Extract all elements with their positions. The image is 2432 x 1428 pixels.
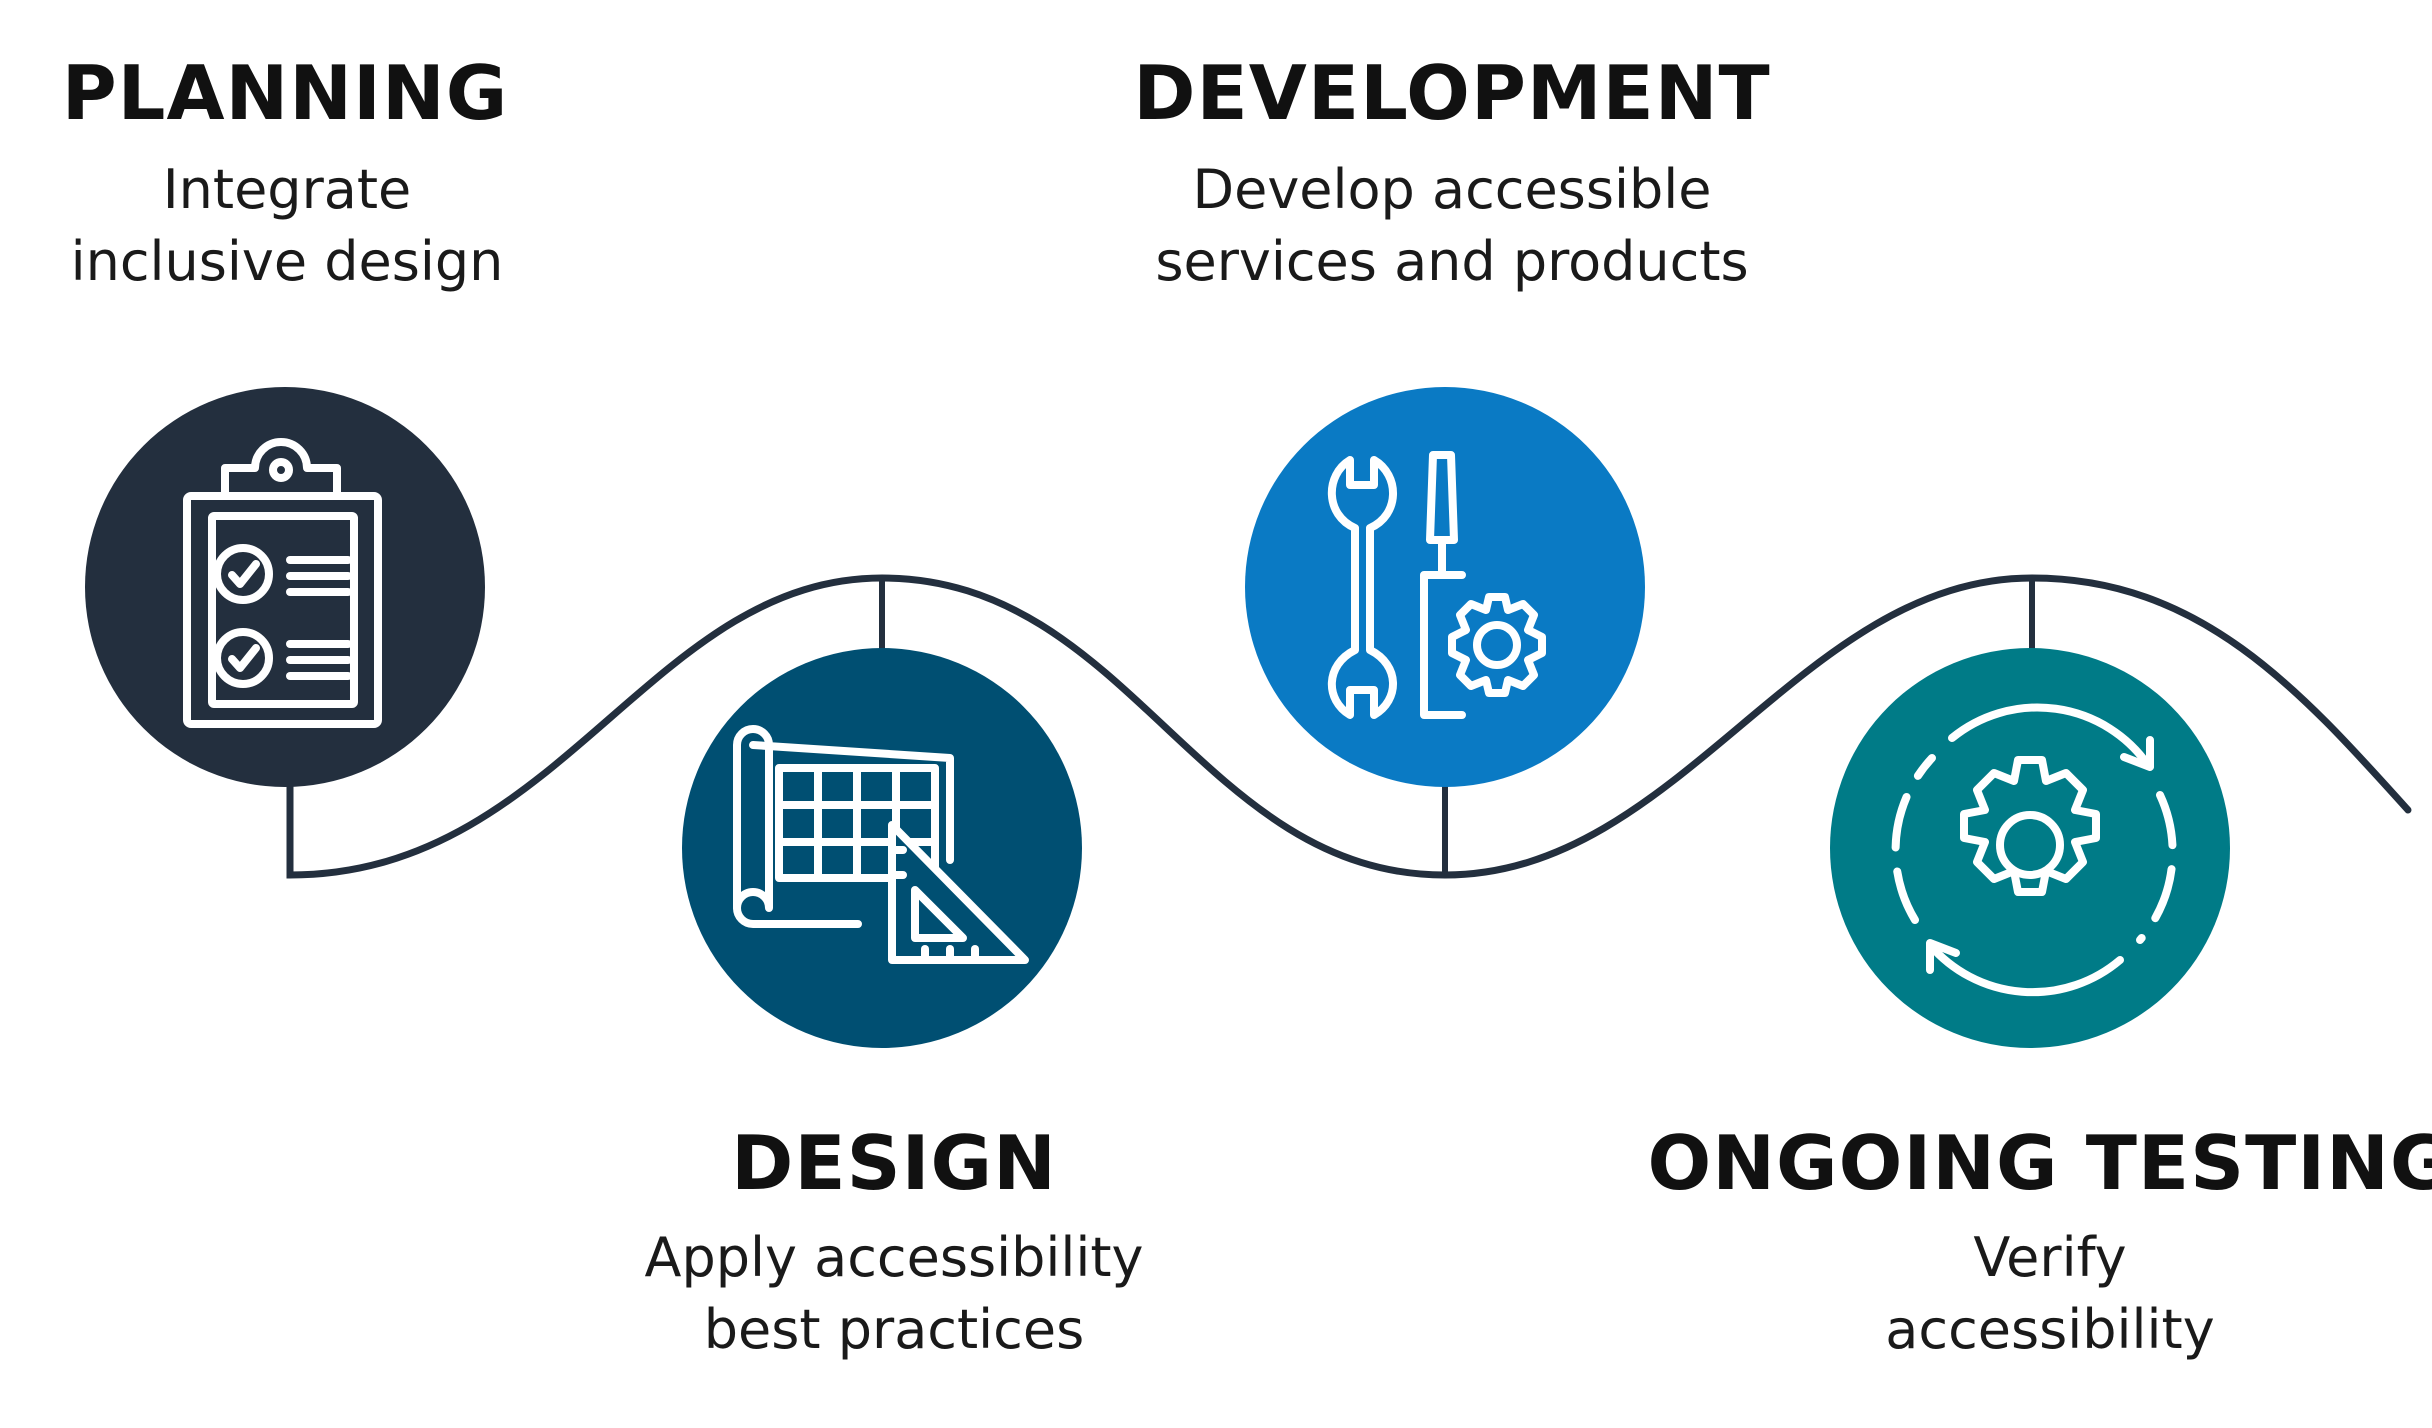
clipboard-checklist-icon <box>183 438 382 728</box>
development-description-line-2: services and products <box>1155 230 1749 293</box>
planning-title: PLANNING <box>61 49 509 137</box>
planning-icon-circle <box>85 387 485 787</box>
planning-description-line-2: inclusive design <box>70 230 504 293</box>
design-description-line-1: Apply accessibility <box>644 1226 1144 1289</box>
blueprint-set-square-icon <box>733 725 1029 964</box>
development-title: DEVELOPMENT <box>1133 49 1771 137</box>
testing-description-line-1: Verify <box>1973 1226 2127 1289</box>
design-description: Apply accessibility best practices <box>645 1222 1144 1366</box>
planning-description-line-1: Integrate <box>162 158 412 221</box>
development-description-line-1: Develop accessible <box>1192 158 1712 221</box>
design-title: DESIGN <box>731 1119 1057 1207</box>
design-icon-circle <box>682 648 1082 1048</box>
cycle-gear-icon <box>1891 703 2177 997</box>
design-description-line-2: best practices <box>703 1298 1085 1361</box>
testing-title: ONGOING TESTING <box>1647 1119 2432 1207</box>
testing-description: Verify accessibility <box>1885 1222 2214 1366</box>
testing-icon-circle <box>1830 648 2230 1048</box>
development-description: Develop accessible services and products <box>1155 154 1748 298</box>
testing-description-line-2: accessibility <box>1885 1298 2215 1361</box>
wave-connector <box>286 574 2412 879</box>
development-icon-circle <box>1245 387 1645 787</box>
planning-description: Integrate inclusive design <box>71 154 504 298</box>
wrench-screwdriver-gear-icon <box>1327 451 1546 719</box>
